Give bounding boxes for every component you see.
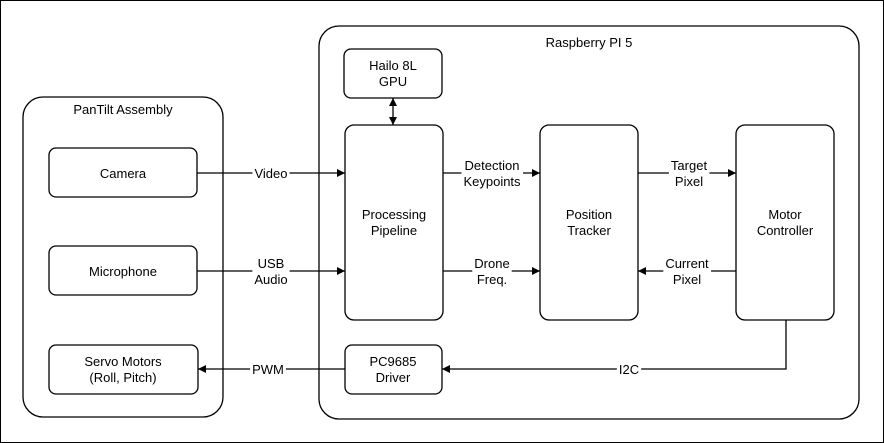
edge-label-background [252, 255, 290, 287]
label-line: Pixel [673, 272, 701, 287]
node-servo-label: Servo Motors(Roll, Pitch) [84, 354, 162, 385]
node-camera-label: Camera [100, 166, 147, 181]
label-line: Pixel [675, 174, 703, 189]
label-line: Target [671, 158, 708, 173]
label-line: Audio [254, 272, 287, 287]
label-line: Current [665, 256, 709, 271]
group-raspberry-title: Raspberry PI 5 [546, 35, 633, 50]
label-line: Driver [376, 370, 411, 385]
edge-label-background [461, 157, 524, 189]
label-line: Servo Motors [84, 354, 162, 369]
edge-label-background [250, 361, 286, 377]
edge-label-background [663, 255, 712, 287]
node-servo-motors: Servo Motors(Roll, Pitch) [48, 344, 199, 395]
label-line: PanTilt Assembly [73, 102, 173, 117]
label-line: I2C [619, 362, 639, 377]
label-line: Keypoints [463, 174, 521, 189]
label-line: Freq. [477, 272, 507, 287]
label-line: PWM [252, 362, 284, 377]
edge-label-i2c: I2C [619, 362, 639, 377]
edge-label-background [252, 165, 290, 181]
label-line: Detection [465, 158, 520, 173]
label-line: Pipeline [371, 223, 417, 238]
node-microphone: Microphone [48, 245, 198, 296]
label-line: Hailo 8L [369, 58, 417, 73]
label-line: GPU [379, 74, 407, 89]
label-line: Raspberry PI 5 [546, 35, 633, 50]
label-line: USB [258, 256, 285, 271]
edge-video: Video [197, 165, 345, 181]
edge-i2c: I2C [442, 320, 787, 377]
label-line: Processing [362, 207, 426, 222]
label-line: Video [254, 166, 287, 181]
group-pantilt-title: PanTilt Assembly [73, 102, 173, 117]
label-line: Motor [768, 207, 802, 222]
node-microphone-label: Microphone [89, 264, 157, 279]
label-line: Camera [100, 166, 147, 181]
label-line: PC9685 [370, 354, 417, 369]
edge-pwm: PWM [198, 361, 345, 377]
label-line: Drone [474, 256, 509, 271]
label-line: Controller [757, 223, 814, 238]
label-line: Position [566, 207, 612, 222]
edge-label-background [668, 157, 710, 189]
label-line: (Roll, Pitch) [89, 370, 156, 385]
edge-label-pwm: PWM [252, 362, 284, 377]
label-line: Tracker [567, 223, 611, 238]
edge-label-video: Video [254, 166, 287, 181]
edge-label-background [472, 255, 512, 287]
edge-label-background [616, 361, 642, 377]
node-camera: Camera [48, 147, 198, 198]
label-line: Microphone [89, 264, 157, 279]
